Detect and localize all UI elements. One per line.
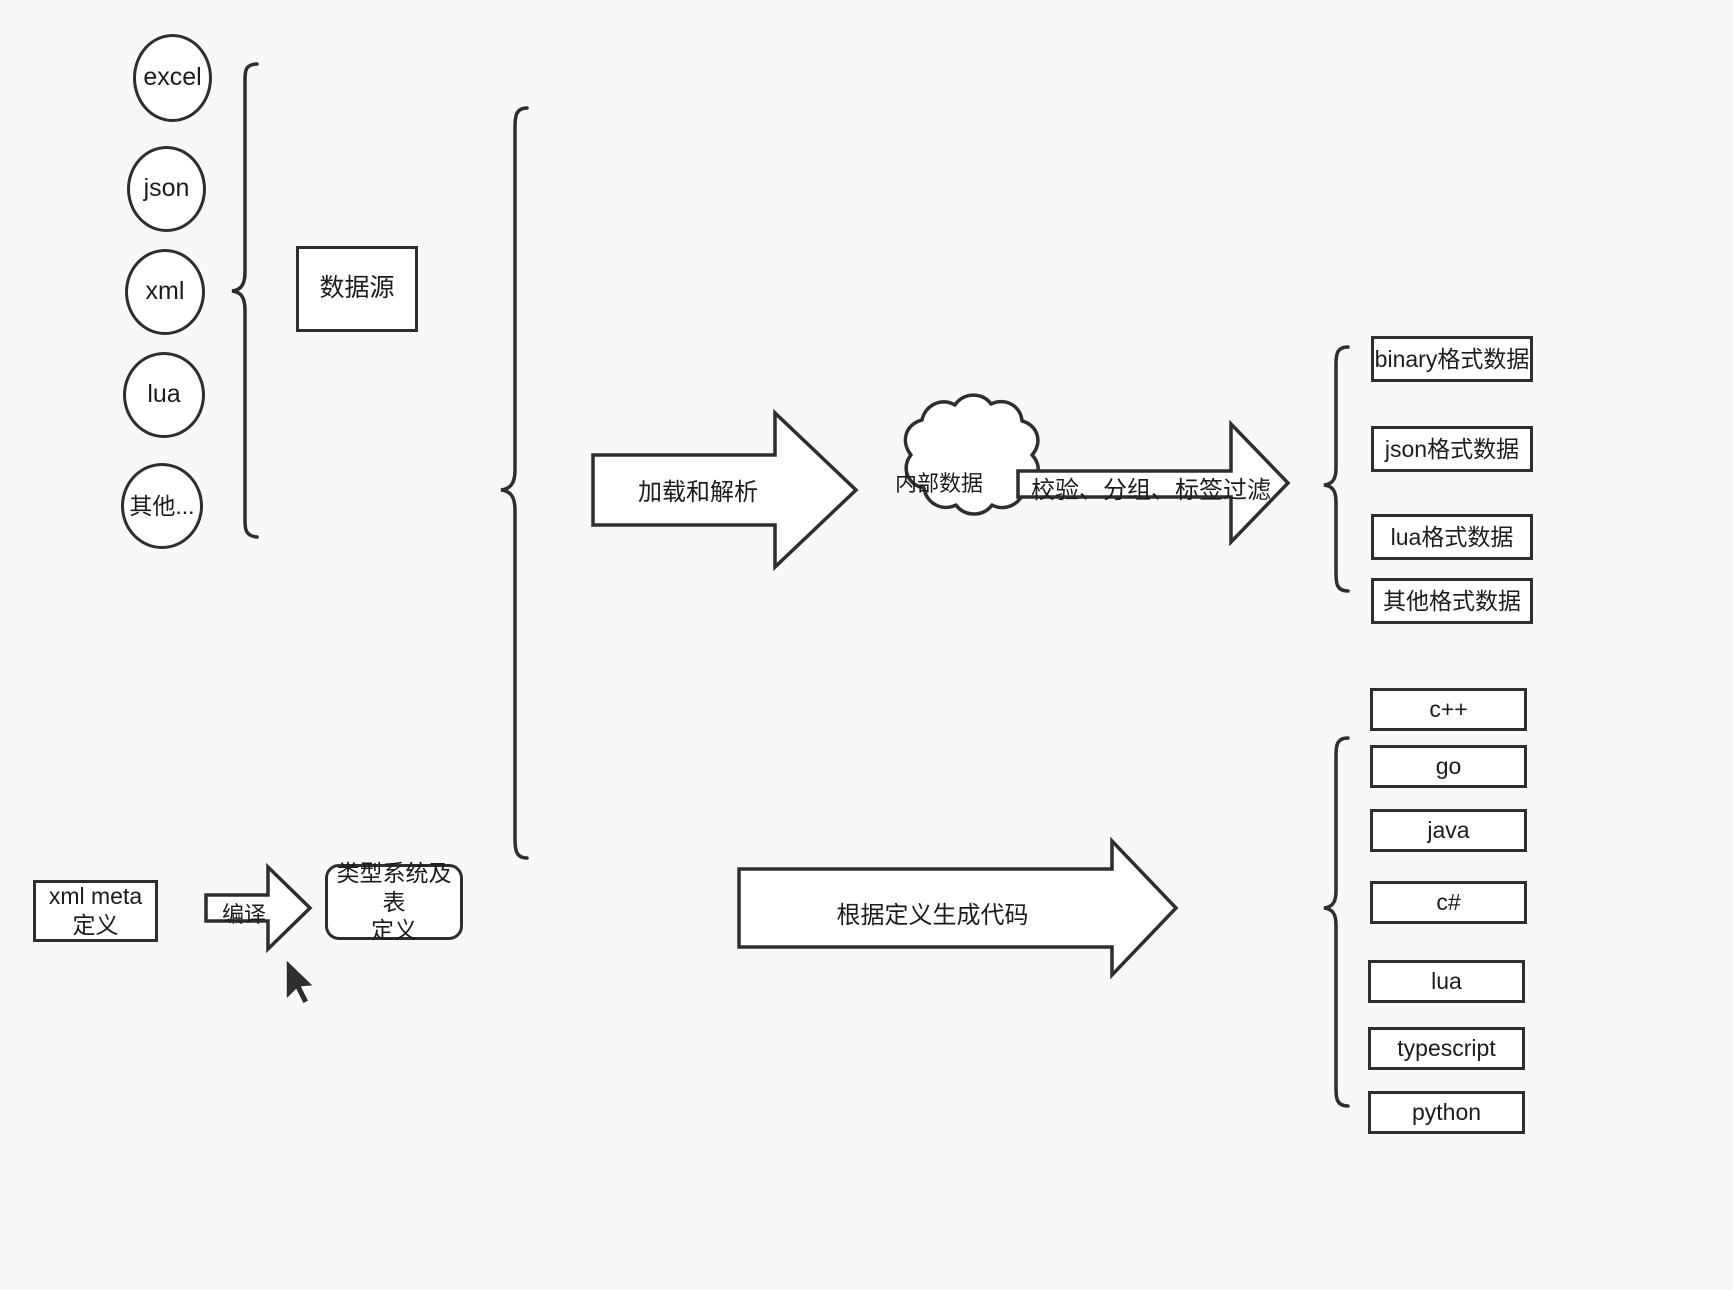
code-output-label: python xyxy=(1411,1099,1482,1126)
xml-meta-label: xml meta定义 xyxy=(48,883,143,938)
mouse-cursor-icon xyxy=(285,957,316,1006)
data-output-lua[interactable]: lua格式数据 xyxy=(1371,514,1533,560)
data-output-label: binary格式数据 xyxy=(1374,345,1530,372)
source-node-lua[interactable]: lua xyxy=(123,352,205,438)
code-output-label: c# xyxy=(1436,889,1461,916)
source-label: lua xyxy=(147,380,181,409)
source-node-excel[interactable]: excel xyxy=(133,34,212,122)
data-outputs-brace xyxy=(1323,345,1350,593)
source-node-json[interactable]: json xyxy=(127,146,206,232)
source-node-other[interactable]: 其他... xyxy=(121,463,203,549)
type-system-label-line1: 类型系统及表 xyxy=(336,859,452,915)
data-output-binary[interactable]: binary格式数据 xyxy=(1371,336,1533,382)
code-output-label: go xyxy=(1435,753,1462,780)
type-system-label-line2: 定义 xyxy=(371,917,417,944)
code-outputs-brace xyxy=(1323,736,1350,1108)
data-output-label: lua格式数据 xyxy=(1390,523,1514,550)
data-output-label: json格式数据 xyxy=(1384,435,1520,462)
code-output-cpp[interactable]: c++ xyxy=(1370,688,1527,731)
compile-arrow-label: 编译 xyxy=(221,902,266,927)
data-output-json[interactable]: json格式数据 xyxy=(1371,426,1533,472)
code-output-label: lua xyxy=(1431,968,1462,995)
source-label: json xyxy=(143,174,190,203)
sources-brace xyxy=(231,62,259,539)
data-output-label: 其他格式数据 xyxy=(1383,587,1521,614)
source-label: excel xyxy=(143,63,202,92)
code-output-python[interactable]: python xyxy=(1368,1091,1525,1134)
code-output-label: typescript xyxy=(1397,1035,1496,1062)
xml-meta-box[interactable]: xml meta定义 xyxy=(33,880,158,942)
code-output-typescript[interactable]: typescript xyxy=(1368,1027,1525,1070)
data-source-label: 数据源 xyxy=(319,274,395,303)
source-label: 其他... xyxy=(129,492,195,519)
load-parse-arrow-label: 加载和解析 xyxy=(638,479,758,506)
code-output-label: java xyxy=(1427,817,1470,844)
code-output-go[interactable]: go xyxy=(1370,745,1527,788)
code-output-csharp[interactable]: c# xyxy=(1370,881,1527,924)
source-label: xml xyxy=(145,277,185,306)
codegen-arrow-label: 根据定义生成代码 xyxy=(836,902,1029,929)
data-source-box[interactable]: 数据源 xyxy=(296,246,418,332)
pipeline-input-brace xyxy=(500,106,529,860)
source-node-xml[interactable]: xml xyxy=(125,249,205,335)
code-output-java[interactable]: java xyxy=(1370,809,1527,852)
validate-filter-arrow-label: 校验、分组、标签过滤 xyxy=(1031,477,1271,504)
code-output-label: c++ xyxy=(1429,696,1468,723)
data-output-other[interactable]: 其他格式数据 xyxy=(1371,578,1533,624)
type-system-box[interactable]: 类型系统及表 定义 xyxy=(325,860,463,943)
code-output-lua[interactable]: lua xyxy=(1368,960,1525,1003)
internal-data-cloud-label: 内部数据 xyxy=(894,471,983,496)
